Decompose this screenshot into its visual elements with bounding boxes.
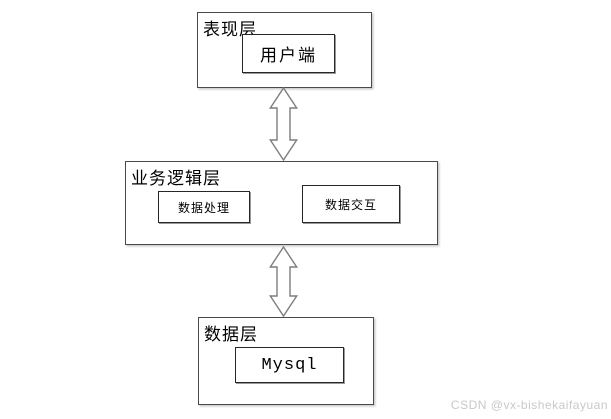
node-client: 用户端: [242, 34, 335, 73]
node-data-interaction-label: 数据交互: [324, 197, 377, 212]
double-arrow-business-data-icon: [268, 246, 299, 317]
layer-label-business-logic: 业务逻辑层: [131, 169, 221, 188]
node-data-processing: 数据处理: [158, 191, 250, 223]
layer-label-data: 数据层: [204, 325, 258, 344]
node-data-processing-label: 数据处理: [177, 200, 230, 215]
layer-box-presentation: 表现层 用户端: [197, 12, 372, 88]
csdn-watermark: CSDN @vx-bishekaifayuan: [450, 398, 608, 412]
node-mysql-label: Mysql: [261, 355, 318, 375]
layer-box-data: 数据层 Mysql: [198, 317, 374, 405]
node-data-interaction: 数据交互: [302, 185, 400, 223]
layer-box-business-logic: 业务逻辑层 数据处理 数据交互: [125, 161, 438, 245]
node-client-label: 用户端: [260, 46, 317, 65]
node-mysql: Mysql: [235, 347, 344, 383]
double-arrow-presentation-business-icon: [268, 87, 299, 161]
